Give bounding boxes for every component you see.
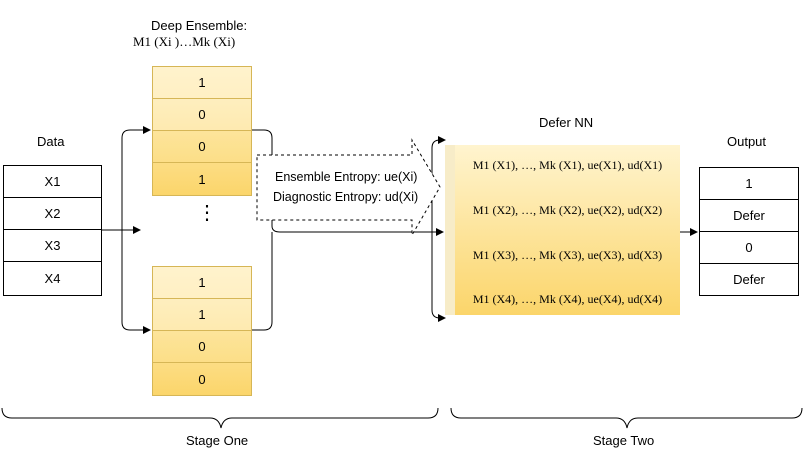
data-item: X1 xyxy=(3,165,102,198)
model-output-value: 0 xyxy=(198,339,206,354)
data-item-text: X1 xyxy=(44,174,61,189)
data-item: X2 xyxy=(3,197,102,230)
stage-one-label: Stage One xyxy=(186,433,249,448)
data-item: X4 xyxy=(3,261,102,296)
model-output-value: 0 xyxy=(198,107,206,122)
ellipsis-marker: ⋮ xyxy=(197,202,217,224)
defer-nn-input-row: M1 (X1), …, Mk (X1), ue(X1), ud(X1) xyxy=(472,157,663,172)
ensemble-entropy-label: Ensemble Entropy: ue(Xi) xyxy=(275,170,418,184)
output-item-text: Defer xyxy=(733,272,765,287)
entropy-arrow xyxy=(256,138,441,237)
ensemble-to-defer-connector-lower xyxy=(252,232,273,331)
data-label: Data xyxy=(37,134,65,149)
output-item: 1 xyxy=(699,167,799,200)
model-output-cell: 0 xyxy=(152,130,252,163)
output-label: Output xyxy=(727,134,767,149)
output-item-text: 1 xyxy=(745,176,753,191)
data-item: X3 xyxy=(3,229,102,262)
model-output-value: 0 xyxy=(198,139,206,154)
defer-nn-input-row: M1 (X4), …, Mk (X4), ue(X4), ud(X4) xyxy=(472,291,663,306)
defer-nn-input-row: M1 (X2), …, Mk (X2), ue(X2), ud(X2) xyxy=(472,202,663,217)
stage-one-brace xyxy=(1,407,439,429)
model-output-cell: 0 xyxy=(152,98,252,131)
model-output-cell: 1 xyxy=(152,162,252,196)
ensemble-title: Deep Ensemble: xyxy=(151,18,248,33)
stage-two-label: Stage Two xyxy=(593,433,655,448)
model-output-value: 1 xyxy=(198,307,206,322)
output-item: 0 xyxy=(699,231,799,264)
model-output-value: 1 xyxy=(198,75,206,90)
model-output-value: 1 xyxy=(198,171,206,187)
defer-branch-top xyxy=(431,136,446,232)
stage-two-brace xyxy=(450,407,803,429)
defer-nn-input-row: M1 (X3), …, Mk (X3), ue(X3), ud(X3) xyxy=(472,247,663,262)
data-item-text: X3 xyxy=(44,238,61,253)
model-output-value: 0 xyxy=(198,371,206,387)
model-output-cell: 0 xyxy=(152,362,252,396)
data-item-text: X4 xyxy=(44,271,61,286)
output-item-text: 0 xyxy=(745,240,753,255)
output-item-text: Defer xyxy=(733,208,765,223)
data-item-text: X2 xyxy=(44,206,61,221)
data-to-ensemble-connector xyxy=(102,130,150,231)
output-item: Defer xyxy=(699,199,799,232)
defer-branch-bottom xyxy=(431,232,446,322)
model-output-cell: 1 xyxy=(152,66,252,99)
model-output-cell: 1 xyxy=(152,266,252,299)
model-output-cell: 1 xyxy=(152,298,252,331)
diagnostic-entropy-label: Diagnostic Entropy: ud(Xi) xyxy=(273,190,419,204)
defer-nn-bg xyxy=(445,145,680,315)
defer-nn-title: Defer NN xyxy=(539,115,594,130)
data-to-ensemble-connector-lower xyxy=(121,230,151,334)
model-output-cell: 0 xyxy=(152,330,252,363)
output-item: Defer xyxy=(699,263,799,296)
model-output-value: 1 xyxy=(198,275,206,290)
ensemble-subtitle: M1 (Xi )…Mk (Xi) xyxy=(133,34,236,49)
